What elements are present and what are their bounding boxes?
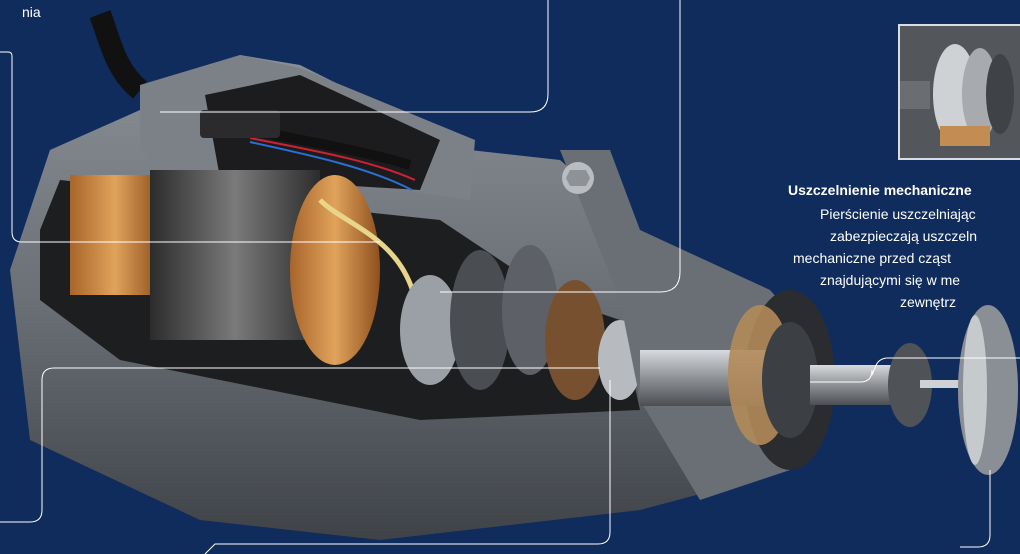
- label-fragment: nia: [22, 4, 41, 20]
- seal-description-line: zewnętrz: [900, 294, 957, 310]
- seal-description-line: mechaniczne przed cząst: [793, 250, 951, 266]
- seal-title: Uszczelnienie mechaniczne: [788, 182, 972, 198]
- seal-description-line: znajdującymi się w me: [820, 272, 961, 288]
- rotor-winding: [290, 175, 380, 365]
- seal-detail-photo: [898, 24, 1020, 160]
- seal-description-line: zabezpieczają uszczeln: [830, 228, 978, 244]
- cable: [89, 10, 148, 99]
- stator-winding: [70, 175, 160, 295]
- seal-description-line: Pierścienie uszczelniając: [820, 206, 976, 222]
